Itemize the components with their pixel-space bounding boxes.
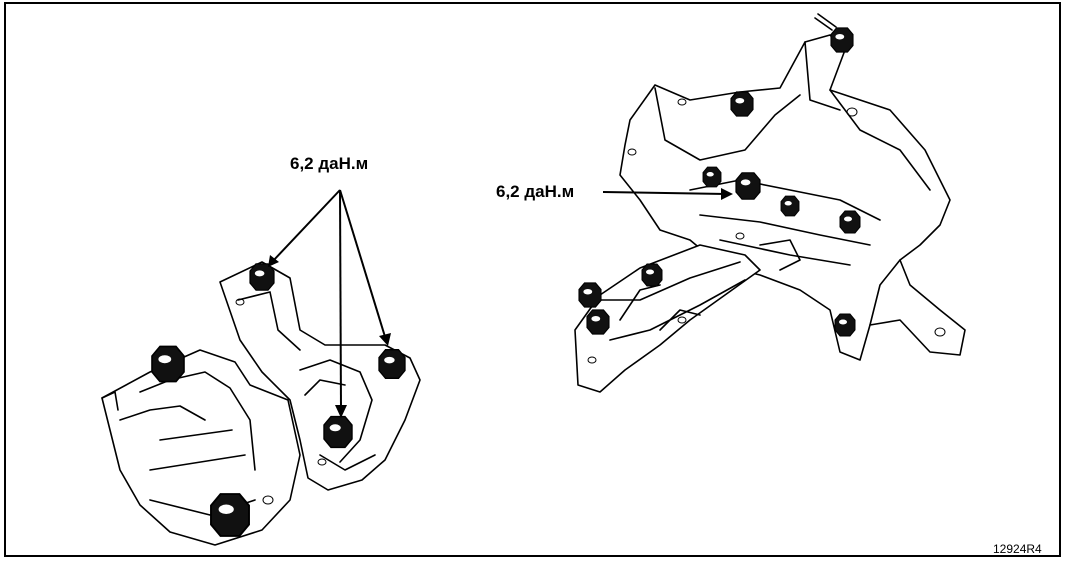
right-nut-center — [735, 172, 761, 200]
left-bracket-nut-center — [323, 415, 353, 449]
right-nut-bottom-leg — [834, 313, 856, 337]
right-nut-right — [839, 210, 861, 234]
right-nut-upper — [730, 91, 754, 117]
right-nut-mid — [780, 195, 800, 217]
left-bracket-nut-right — [378, 349, 406, 379]
left-torque-label: 6,2 даН.м — [290, 154, 369, 173]
left-mount-nut-top-left — [151, 345, 185, 383]
right-rail-nut-lower — [586, 309, 610, 335]
right-rail-nut-left — [578, 282, 602, 308]
left-mount-nut-bottom — [210, 493, 250, 537]
right-nut-top-stud — [830, 27, 854, 53]
left-mount-block — [101, 349, 301, 546]
left-bracket-nut-top — [249, 263, 275, 291]
right-rail-nut-top — [641, 263, 663, 287]
right-nut-left — [702, 166, 722, 188]
right-torque-label: 6,2 даН.м — [496, 182, 575, 201]
left-mount-assembly — [101, 261, 421, 546]
figure-code: 12924R4 — [993, 542, 1042, 556]
right-torque-leader — [602, 188, 733, 200]
left-bracket-plate — [219, 261, 421, 491]
left-torque-leaders — [268, 189, 391, 418]
right-mount-assembly — [574, 13, 966, 393]
right-lower-rail — [574, 244, 761, 393]
